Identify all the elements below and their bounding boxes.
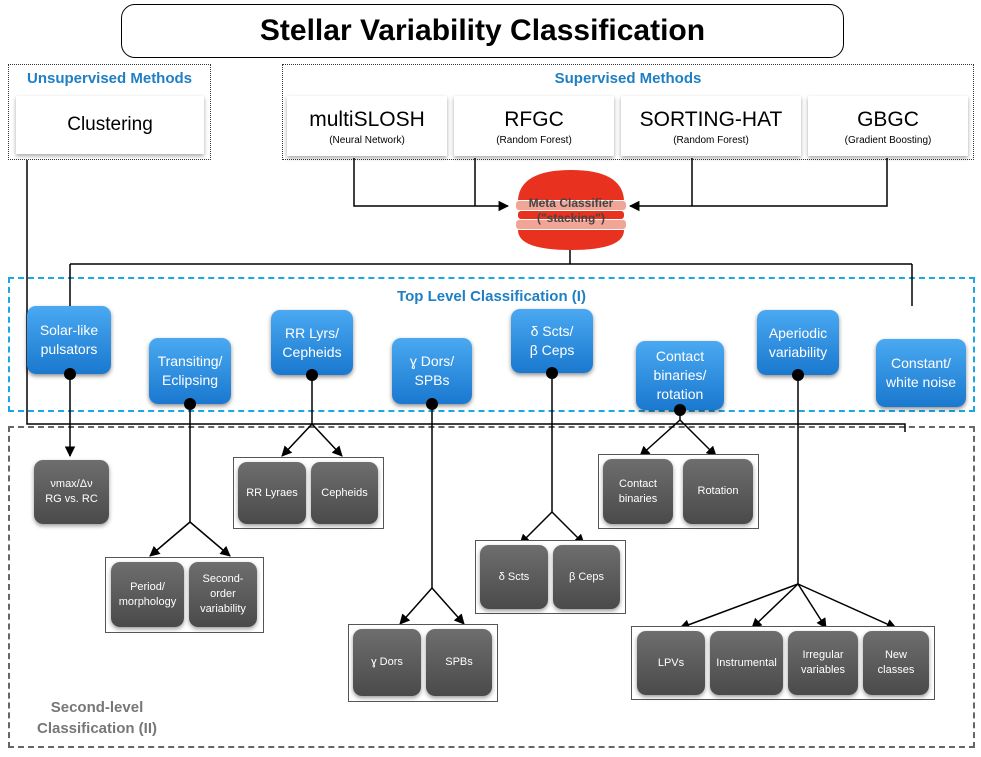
unsupervised-methods-panel: [8, 64, 211, 160]
class-solar-like: Solar-like pulsators: [27, 306, 111, 374]
second-beta-ceps: β Ceps: [553, 545, 620, 609]
meta-classifier-label: Meta Classifier ("stacking"): [500, 196, 642, 226]
second-level-label-line2: Classification (II): [36, 720, 158, 737]
class-rr-lyr: RR Lyrs/ Cepheids: [271, 310, 353, 375]
method-name: SORTING-HAT: [639, 108, 783, 131]
meta-classifier-burger-icon: [516, 170, 626, 250]
method-subtitle: (Random Forest): [496, 135, 572, 146]
second-instrumental: Instrumental: [710, 631, 783, 695]
second-gamma-dors: ɣ Dors: [353, 629, 421, 696]
supervised-methods-label: Supervised Methods: [554, 70, 702, 87]
second-solar-like-label: νmax/Δν RG vs. RC: [45, 478, 98, 505]
second-delta-scts: δ Scts: [480, 545, 548, 609]
class-transiting: Transiting/ Eclipsing: [149, 338, 231, 404]
diagram-title: Stellar Variability Classification: [121, 4, 844, 58]
second-level-region: [8, 426, 975, 748]
method-multislosh: multiSLOSH (Neural Network): [287, 96, 447, 156]
clustering-card: Clustering: [16, 96, 204, 154]
method-sorting-hat: SORTING-HAT (Random Forest): [621, 96, 801, 156]
second-new-classes: New classes: [863, 631, 929, 695]
second-level-label-line1: Second-level: [50, 699, 144, 716]
second-spbs: SPBs: [426, 629, 492, 696]
meta-classifier-line1: Meta Classifier: [528, 196, 614, 210]
class-contact: Contact binaries/ rotation: [636, 341, 724, 410]
method-gbgc: GBGC (Gradient Boosting): [808, 96, 968, 156]
method-name: multiSLOSH: [309, 108, 425, 131]
class-aperiodic: Aperiodic variability: [757, 310, 839, 375]
class-delta-sct: δ Scts/ β Ceps: [511, 309, 593, 373]
second-cepheids: Cepheids: [311, 462, 378, 524]
second-contact-binaries: Contact binaries: [603, 459, 673, 524]
method-subtitle: (Random Forest): [673, 135, 749, 146]
second-solar-like: νmax/Δν RG vs. RC: [34, 460, 109, 524]
method-subtitle: (Gradient Boosting): [844, 135, 932, 146]
clustering-label: Clustering: [67, 114, 153, 135]
class-constant: Constant/ white noise: [876, 339, 966, 407]
meta-classifier-line2: ("stacking"): [536, 211, 606, 225]
second-level-label: Second-level Classification (II): [22, 697, 172, 739]
second-period-morphology: Period/ morphology: [111, 562, 184, 627]
top-level-region: [8, 277, 975, 412]
second-lpvs: LPVs: [637, 631, 705, 695]
class-gamma-dor: ɣ Dors/ SPBs: [392, 338, 472, 404]
second-rr-lyraes: RR Lyraes: [238, 462, 306, 524]
method-name: RFGC: [504, 108, 564, 131]
unsupervised-methods-label: Unsupervised Methods: [26, 70, 193, 87]
second-irregular-variables: Irregular variables: [788, 631, 858, 695]
method-rfgc: RFGC (Random Forest): [454, 96, 614, 156]
top-level-label: Top Level Classification (I): [397, 288, 586, 305]
method-subtitle: (Neural Network): [329, 135, 405, 146]
supervised-methods-panel: [282, 64, 974, 160]
second-second-order: Second- order variability: [189, 562, 257, 627]
method-name: GBGC: [857, 108, 919, 131]
second-rotation: Rotation: [683, 459, 753, 524]
